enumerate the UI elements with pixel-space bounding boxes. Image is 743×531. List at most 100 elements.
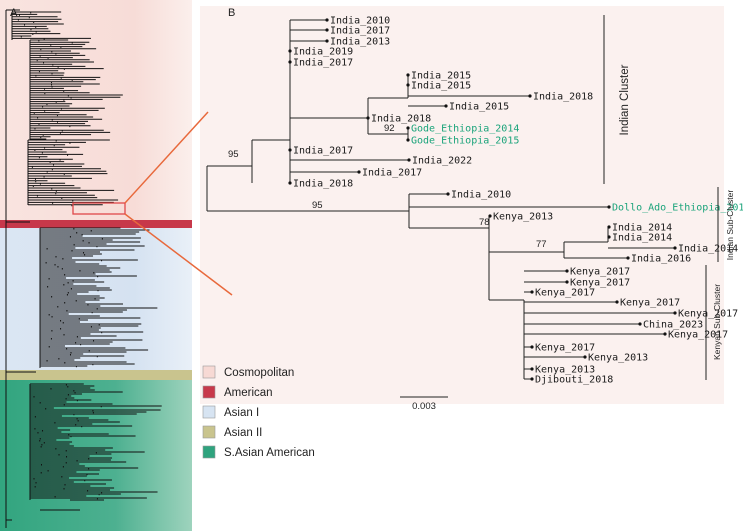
tip-node bbox=[673, 311, 677, 315]
clade-branch bbox=[40, 341, 113, 344]
zoom-selection-box bbox=[72, 202, 126, 215]
clade-branch bbox=[30, 52, 80, 55]
tip-label: India_2015 bbox=[449, 102, 509, 113]
clade-branch bbox=[30, 463, 80, 466]
legend-swatch bbox=[202, 405, 216, 419]
band-asian-ii bbox=[0, 370, 192, 380]
clade-branch bbox=[30, 395, 72, 398]
tip-node bbox=[530, 367, 534, 371]
clade-branch bbox=[30, 39, 69, 42]
clade-branch bbox=[30, 116, 94, 119]
tip-label: Kenya_2017 bbox=[535, 343, 595, 354]
clade-branch bbox=[40, 303, 124, 306]
clade-branch bbox=[28, 165, 82, 168]
clade-branch bbox=[40, 289, 112, 292]
clade-branch bbox=[30, 485, 91, 488]
tip-node bbox=[607, 235, 611, 239]
clade-branch bbox=[30, 72, 65, 75]
clade-branch bbox=[28, 189, 115, 192]
tip-node bbox=[530, 290, 534, 294]
tip-node bbox=[528, 94, 532, 98]
clade-branch bbox=[30, 399, 92, 402]
bootstrap-value: 95 bbox=[228, 149, 239, 160]
clade-branch bbox=[30, 125, 91, 128]
tip-node bbox=[325, 28, 329, 32]
clade-branch bbox=[30, 457, 113, 460]
clade-branch bbox=[30, 493, 121, 496]
clade-branch bbox=[40, 335, 117, 338]
clade-branch bbox=[30, 453, 112, 456]
tree-branch bbox=[367, 118, 409, 140]
clade-branch bbox=[40, 247, 76, 250]
clade-branch bbox=[12, 21, 59, 24]
clade-branch bbox=[40, 259, 138, 262]
clade-branch bbox=[28, 187, 81, 190]
clade-branch bbox=[28, 173, 108, 176]
tip-node bbox=[626, 256, 630, 260]
tree-branch bbox=[207, 139, 290, 183]
tip-node bbox=[530, 345, 534, 349]
clade-branch bbox=[28, 144, 66, 147]
tip-labels: India_2010India_2017India_2013India_2019… bbox=[293, 16, 743, 386]
clade-branch bbox=[40, 333, 91, 336]
clade-branch bbox=[30, 475, 87, 478]
tip-node bbox=[444, 104, 448, 108]
clade-branch bbox=[28, 192, 87, 195]
tip-label: Kenya_2017 bbox=[678, 309, 738, 320]
tip-node bbox=[407, 158, 411, 162]
clade-branch bbox=[12, 28, 49, 31]
clade-branch bbox=[30, 87, 64, 90]
clade-branch bbox=[12, 25, 47, 28]
bootstrap-value: 95 bbox=[312, 200, 323, 211]
clade-branch bbox=[40, 271, 112, 274]
clade-branch bbox=[30, 487, 115, 490]
clade-branch bbox=[30, 471, 77, 474]
backbone bbox=[5, 9, 36, 528]
clade-branch bbox=[30, 491, 158, 494]
tip-label: India_2014 bbox=[612, 223, 672, 234]
clade-branch bbox=[40, 281, 105, 284]
clade-branch bbox=[40, 237, 141, 240]
clade-branch bbox=[30, 389, 95, 392]
clade-branch bbox=[30, 129, 104, 132]
tip-node bbox=[406, 83, 410, 87]
indian-sub-cluster-label: Indian Sub-Cluster bbox=[725, 190, 735, 261]
clade-branch bbox=[30, 59, 90, 62]
clade-branch bbox=[30, 431, 62, 434]
clade-branch bbox=[30, 134, 92, 136]
clade-branch bbox=[40, 337, 81, 340]
tip-label: India_2010 bbox=[330, 16, 390, 27]
clade-branch bbox=[30, 74, 64, 77]
clade-branch bbox=[30, 441, 73, 444]
clade-branch bbox=[12, 16, 58, 19]
clade-branch bbox=[40, 315, 100, 318]
clade-branch bbox=[30, 79, 96, 81]
clade-branch bbox=[40, 339, 143, 342]
legend-label: Asian I bbox=[224, 407, 259, 419]
tip-label: India_2010 bbox=[451, 190, 511, 201]
clade-branch bbox=[40, 363, 135, 366]
clade-branch bbox=[30, 419, 109, 422]
clade-branch bbox=[40, 291, 89, 294]
clade-branch bbox=[40, 351, 127, 354]
clade-branch bbox=[28, 199, 119, 202]
clade-branch bbox=[30, 409, 161, 412]
clade-branch bbox=[40, 301, 86, 304]
clade-branch bbox=[30, 90, 79, 92]
tip-label: India_2017 bbox=[362, 168, 422, 179]
panel-b-background bbox=[200, 6, 724, 404]
legend-swatch bbox=[202, 385, 216, 399]
clade-branch bbox=[40, 287, 110, 290]
clade-branch bbox=[28, 175, 72, 178]
clade-branch bbox=[30, 455, 90, 458]
legend-label: S.Asian American bbox=[224, 447, 315, 459]
tip-node bbox=[446, 192, 450, 196]
clade-branch bbox=[30, 85, 82, 88]
clade-branch bbox=[30, 105, 70, 108]
clade-branch bbox=[28, 156, 48, 159]
clade-branch bbox=[30, 429, 71, 432]
tree-branch bbox=[408, 206, 609, 228]
clade-branch bbox=[30, 403, 113, 406]
detail-tree bbox=[206, 19, 675, 380]
